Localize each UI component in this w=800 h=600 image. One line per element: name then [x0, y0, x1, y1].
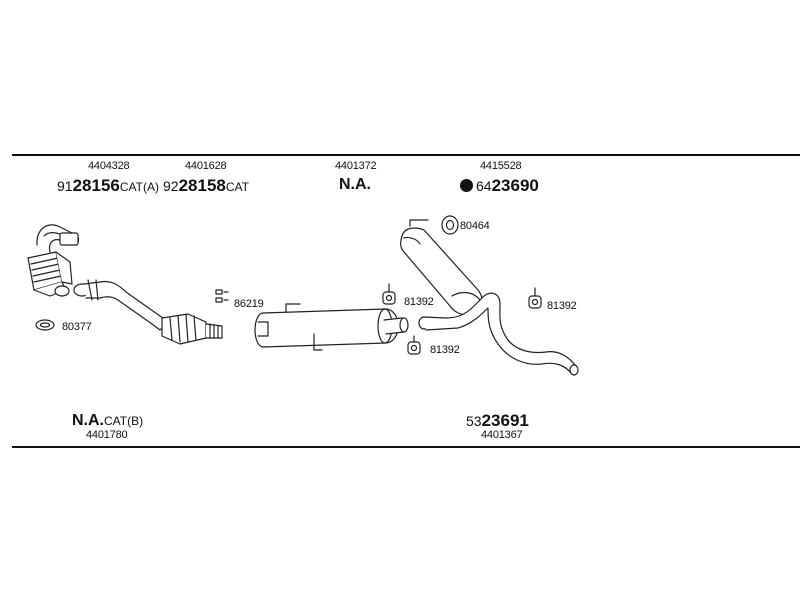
- rubber-hanger-icon: [528, 287, 542, 309]
- top-rule: [12, 154, 800, 156]
- part-number-main: 28158: [178, 176, 226, 195]
- part-not-available-left: N.A.CAT(B): [72, 413, 143, 429]
- part-number-p2: 9228158CAT: [163, 177, 249, 194]
- part-number-bottom-right: 5323691: [466, 412, 529, 429]
- ring-hanger-icon: [441, 215, 459, 235]
- part-number-suffix: CAT: [225, 180, 249, 194]
- na-label: N.A.: [72, 412, 104, 429]
- callout-hanger-c-label: 81392: [547, 300, 577, 312]
- callout-hanger-b-label: 81392: [430, 344, 460, 356]
- gasket-ring-icon: [35, 319, 55, 331]
- part-ref-4401628: 4401628: [185, 160, 227, 172]
- callout-hanger-a-label: 81392: [404, 296, 434, 308]
- rubber-hanger-icon: [407, 335, 421, 355]
- part-number-prefix: 53: [466, 413, 482, 429]
- clamp-icon: [215, 289, 229, 303]
- part-number-prefix: 64: [476, 178, 492, 194]
- center-muffler: [254, 303, 409, 351]
- part-number-main: 28156: [72, 176, 120, 195]
- part-number-main: 23690: [491, 176, 539, 195]
- filled-dot-icon: [460, 179, 473, 192]
- part-number-prefix: 92: [163, 178, 179, 194]
- part-number-p1: 9128156CAT(A): [57, 177, 159, 194]
- rear-muffler-with-tailpipe: [400, 219, 579, 376]
- part-number-p4: 6423690: [460, 177, 539, 194]
- callout-gasket-label: 80377: [62, 321, 92, 333]
- callout-clamp-label: 86219: [234, 298, 264, 310]
- part-number-prefix: 91: [57, 178, 73, 194]
- part-ref-4401780: 4401780: [86, 429, 128, 441]
- callout-ring-hanger-label: 80464: [460, 220, 490, 232]
- part-ref-4401372: 4401372: [335, 160, 377, 172]
- na-suffix: CAT(B): [104, 414, 144, 428]
- part-ref-4401367: 4401367: [481, 429, 523, 441]
- part-ref-4415528: 4415528: [480, 160, 522, 172]
- manifold-catalytic-converter: [27, 224, 80, 297]
- front-pipe-with-catalyst: [73, 279, 223, 345]
- part-ref-4404328: 4404328: [88, 160, 130, 172]
- bottom-rule: [12, 446, 800, 448]
- rubber-hanger-icon: [382, 283, 396, 305]
- part-number-suffix: CAT(A): [119, 180, 159, 194]
- part-not-available-p3: N.A.: [339, 176, 371, 193]
- part-number-main: 23691: [481, 411, 529, 430]
